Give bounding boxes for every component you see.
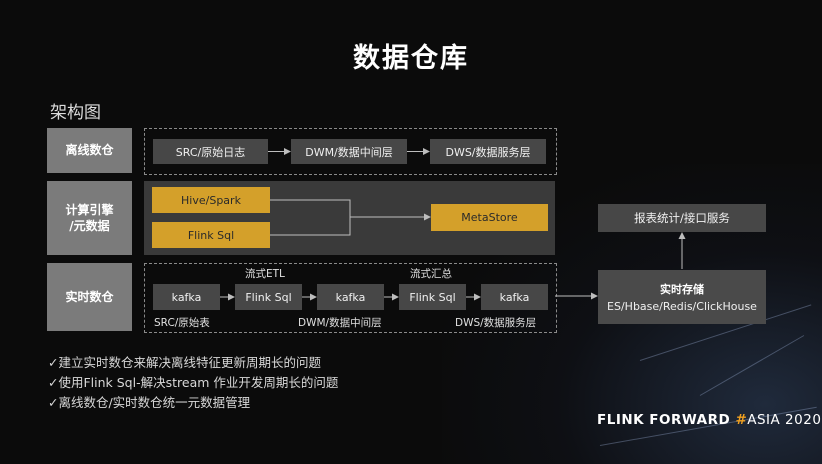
label-dws-layer: DWS/数据服务层 (455, 317, 537, 329)
page-title: 数据仓库 (353, 43, 469, 74)
offline-dws-box: DWS/数据服务层 (430, 139, 546, 164)
row-label-engine-line2: /元数据 (69, 219, 110, 233)
footer-brand-part1: FLINK FORWARD (597, 412, 736, 428)
bullet-point: ✓离线数仓/实时数仓统一元数据管理 (48, 395, 251, 410)
offline-dwm-box: DWM/数据中间层 (291, 139, 407, 164)
row-label-engine: 计算引擎 /元数据 (47, 181, 132, 255)
footer-brand-part2: ASIA 2020 (747, 412, 822, 428)
kafka-dws-box: kafka (481, 284, 548, 310)
kafka-dwm-box: kafka (317, 284, 384, 310)
realtime-storage-box: 实时存储 ES/Hbase/Redis/ClickHouse (598, 270, 766, 324)
label-stream-etl: 流式ETL (245, 268, 285, 280)
row-label-realtime: 实时数仓 (47, 263, 132, 331)
row-label-realtime-text: 实时数仓 (65, 289, 114, 304)
storage-title: 实时存储 (660, 283, 704, 296)
storage-systems: ES/Hbase/Redis/ClickHouse (607, 300, 757, 313)
report-service-box: 报表统计/接口服务 (598, 204, 766, 232)
row-label-engine-line1: 计算引擎 (65, 202, 114, 217)
diagram-subtitle: 架构图 (50, 103, 101, 123)
label-dwm-layer: DWM/数据中间层 (298, 317, 382, 329)
footer-hash: # (735, 412, 748, 428)
metastore-box: MetaStore (431, 204, 548, 231)
hive-spark-box: Hive/Spark (152, 187, 270, 213)
kafka-src-box: kafka (153, 284, 220, 310)
offline-src-box: SRC/原始日志 (153, 139, 268, 164)
offline-dashed-frame (144, 128, 557, 175)
footer-brand: FLINK FORWARD #ASIA 2020 (597, 412, 821, 428)
label-stream-aggregate: 流式汇总 (410, 268, 452, 280)
row-label-offline-text: 离线数仓 (65, 143, 114, 158)
connector-hive-to-metastore (270, 199, 351, 217)
flink-sql-etl-box: Flink Sql (235, 284, 302, 310)
realtime-dashed-frame (144, 263, 557, 333)
connector-flink-to-metastore (270, 217, 351, 236)
flink-sql-agg-box: Flink Sql (399, 284, 466, 310)
bullet-point: ✓使用Flink Sql-解决stream 作业开发周期长的问题 (48, 375, 339, 390)
label-src-table: SRC/原始表 (154, 317, 210, 329)
flink-sql-engine-box: Flink Sql (152, 222, 270, 248)
bullet-point: ✓建立实时数仓来解决离线特征更新周期长的问题 (48, 355, 321, 370)
row-label-offline: 离线数仓 (47, 128, 132, 173)
